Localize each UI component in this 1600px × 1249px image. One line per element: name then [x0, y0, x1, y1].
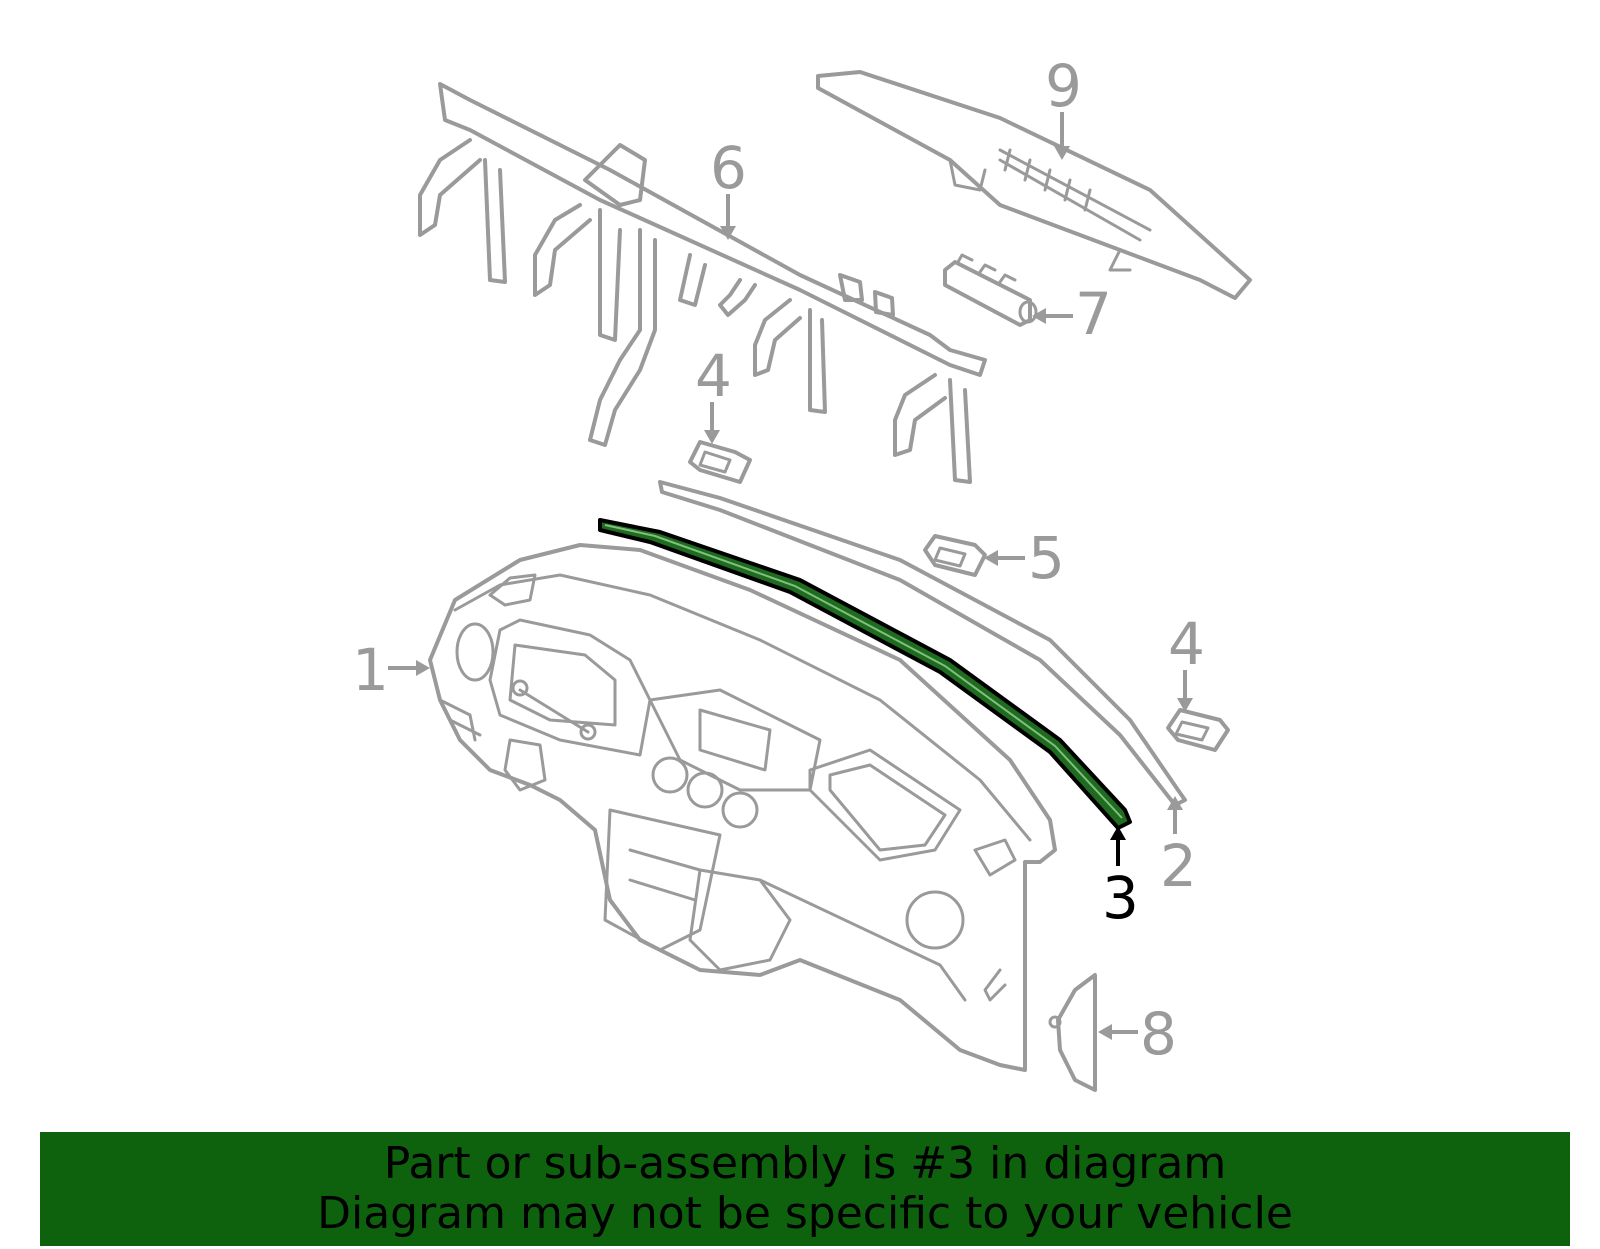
- svg-text:5: 5: [1028, 524, 1065, 592]
- callout-2: 2: [1160, 796, 1197, 900]
- svg-text:1: 1: [352, 636, 389, 704]
- callout-4b: 4: [1168, 610, 1205, 712]
- svg-text:4: 4: [695, 342, 732, 410]
- callout-1: 1: [352, 636, 430, 704]
- svg-text:7: 7: [1075, 280, 1112, 348]
- part-5-clip: [923, 534, 987, 577]
- svg-text:9: 9: [1045, 52, 1082, 120]
- svg-text:2: 2: [1160, 832, 1197, 900]
- banner-line-1: Part or sub-assembly is #3 in diagram: [383, 1138, 1227, 1189]
- callout-4a: 4: [695, 342, 732, 444]
- svg-text:8: 8: [1140, 1000, 1177, 1068]
- part-7-bracket: [943, 253, 1038, 327]
- callout-3: 3: [1102, 826, 1139, 932]
- part-9-defroster-panel: [816, 70, 1252, 300]
- svg-text:6: 6: [710, 134, 747, 202]
- part-1-instrument-panel: [428, 543, 1057, 1072]
- info-banner: Part or sub-assembly is #3 in diagram Di…: [40, 1132, 1570, 1246]
- part-6-cross-car-beam: [418, 82, 987, 484]
- part-2-molding: [658, 480, 1187, 807]
- callout-8: 8: [1098, 1000, 1177, 1068]
- svg-text:3: 3: [1102, 864, 1139, 932]
- part-3-seal-highlighted: [598, 518, 1132, 830]
- callout-6: 6: [710, 134, 747, 240]
- banner-line-2: Diagram may not be specific to your vehi…: [317, 1188, 1293, 1239]
- part-4-clip-lower: [1166, 708, 1230, 752]
- callout-7: 7: [1032, 280, 1112, 348]
- svg-text:4: 4: [1168, 610, 1205, 678]
- part-4-clip-upper: [688, 440, 752, 484]
- callout-5: 5: [984, 524, 1065, 592]
- callout-9: 9: [1045, 52, 1082, 160]
- part-8-end-cap: [1048, 973, 1097, 1092]
